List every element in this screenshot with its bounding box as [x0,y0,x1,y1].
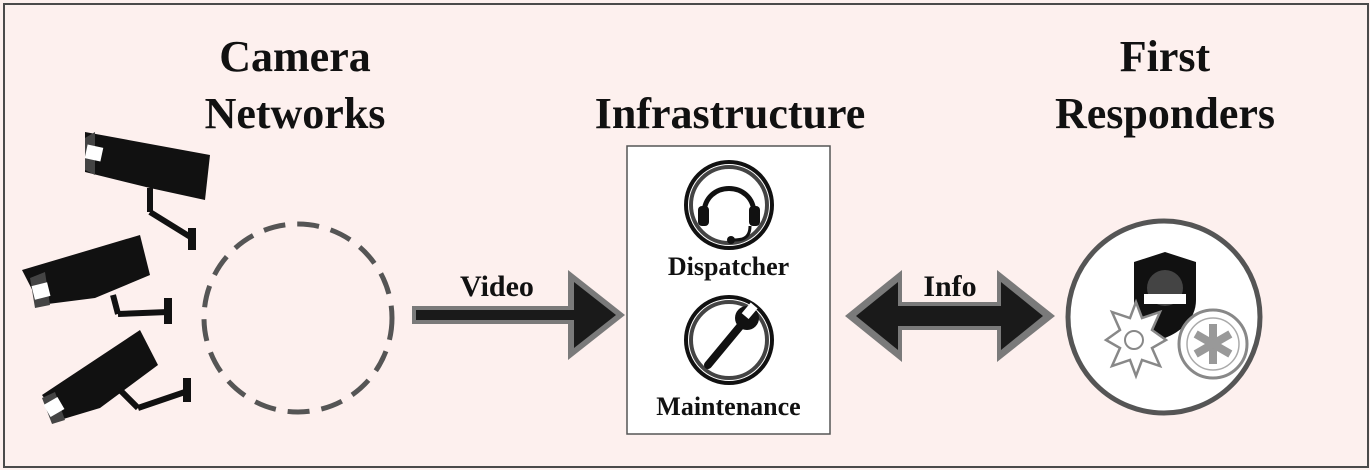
first-responders-title-line1: First [1119,32,1211,81]
fire-dept-icon [1103,298,1169,380]
camera-networks-title-line2: Networks [204,89,386,138]
info-label: Info [923,270,977,303]
security-camera-icon [84,132,210,250]
video-label: Video [460,270,534,303]
wrench-icon [684,295,774,385]
camera-network-circle [201,221,395,415]
dispatcher-label: Dispatcher [667,252,790,281]
video-arrow [412,270,625,360]
first-responders-title-line2: Responders [1054,89,1276,138]
ems-icon [1177,308,1249,380]
security-camera-icon [42,330,191,424]
infrastructure-title: Infrastructure [594,89,866,138]
maintenance-label: Maintenance [656,392,801,421]
headset-icon [684,160,774,250]
info-arrow [845,270,1055,362]
security-camera-icon [22,235,172,324]
camera-networks-title-line1: Camera [219,32,371,81]
first-responders-emblem [1065,218,1263,416]
